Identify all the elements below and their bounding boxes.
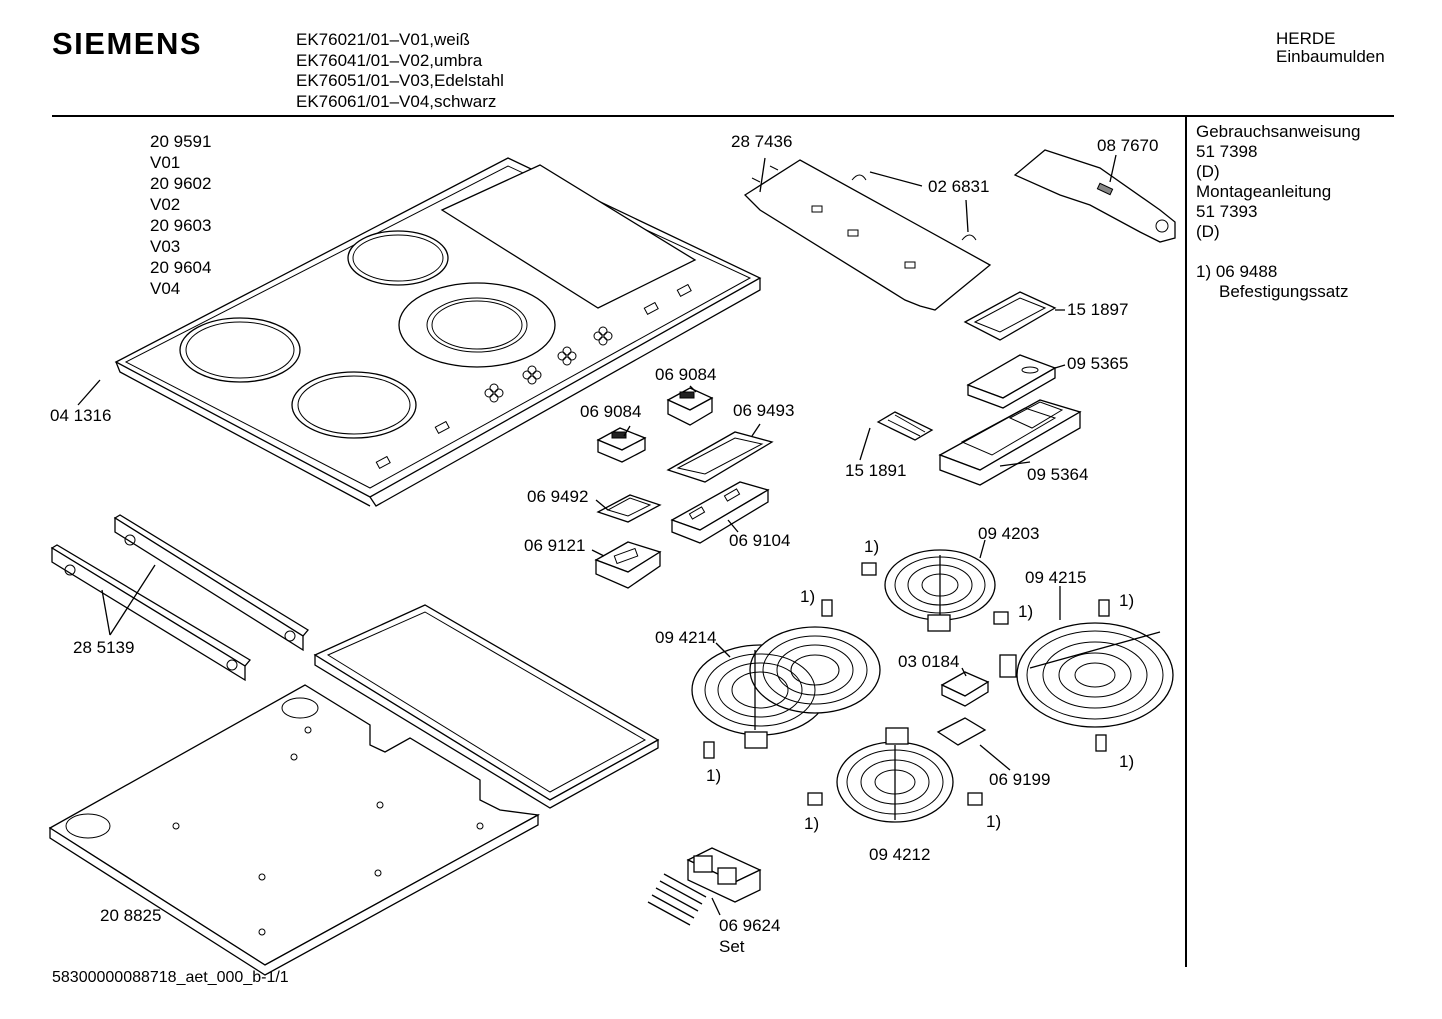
sidebar-line: 51 7393 (1196, 202, 1258, 221)
part-label: 06 9084 (655, 365, 716, 384)
footnote-marker: 1) (800, 587, 815, 606)
rails-drawing (50, 514, 309, 682)
heating-elements-drawing (691, 539, 1174, 823)
sticker-drawing (859, 411, 934, 461)
footnote-marker: 1) (986, 812, 1001, 831)
part-label: 09 5364 (1027, 465, 1088, 484)
part-label: 08 7670 (1097, 136, 1158, 155)
zone-rear-middle (347, 230, 449, 286)
part-label: V03 (150, 237, 180, 256)
part-label: 09 4215 (1025, 568, 1086, 587)
sidebar-line: Gebrauchsanweisung (1196, 122, 1361, 141)
part-label: 06 9104 (729, 531, 790, 550)
part-label: 09 4214 (655, 628, 716, 647)
zone-dual-right (398, 282, 556, 368)
sidebar-line: (D) (1196, 222, 1220, 241)
part-label: 03 0184 (898, 652, 959, 671)
footnote-marker: 1) (706, 766, 721, 785)
frame-seal-drawing (963, 291, 1065, 341)
part-label: 09 4212 (869, 845, 930, 864)
terminal-set-drawing (647, 847, 762, 926)
touch-controls (375, 283, 692, 470)
model-list: EK76021/01–V01,weiß EK76041/01–V02,umbra… (296, 30, 504, 112)
scraper-drawing (1013, 149, 1176, 243)
sidebar-line: 51 7398 (1196, 142, 1258, 161)
part-label: 28 7436 (731, 132, 792, 151)
part-label: 15 1891 (845, 461, 906, 480)
model-item: EK76061/01–V04,schwarz (296, 91, 497, 111)
hob-top-drawing (114, 157, 762, 507)
cover-drawing (966, 354, 1066, 409)
switch-parts-drawing (591, 385, 774, 589)
footnote-marker: 1) (1119, 591, 1134, 610)
part-label: Set (719, 937, 745, 956)
part-label: 20 9602 (150, 174, 211, 193)
part-label: 09 5365 (1067, 354, 1128, 373)
part-label: 02 6831 (928, 177, 989, 196)
sidebar-line: Montageanleitung (1196, 182, 1332, 201)
zone-front (291, 371, 417, 439)
footnote-marker: 1) (804, 814, 819, 833)
part-label: V04 (150, 279, 180, 298)
part-label: 04 1316 (50, 406, 111, 425)
housing-drawing (938, 399, 1082, 486)
sidebar-line: (D) (1196, 162, 1220, 181)
part-label: 15 1897 (1067, 300, 1128, 319)
documents-sidebar: Gebrauchsanweisung 51 7398 (D) Montagean… (1196, 122, 1360, 302)
part-labels: 20 9591 V01 20 9602 V02 20 9603 V03 20 9… (50, 132, 1158, 956)
footnote-marker: 1) (864, 537, 879, 556)
part-label: 06 9199 (989, 770, 1050, 789)
part-label: V01 (150, 153, 180, 172)
footnote-line: 1) 06 9488 (1196, 262, 1278, 281)
category-line: HERDE (1276, 29, 1336, 48)
part-label: 06 9084 (580, 402, 641, 421)
model-item: EK76021/01–V01,weiß (296, 30, 470, 49)
model-item: EK76041/01–V02,umbra (296, 50, 483, 70)
part-label: 09 4203 (978, 524, 1039, 543)
model-item: EK76051/01–V03,Edelstahl (296, 71, 504, 90)
footnote-line: Befestigungssatz (1219, 282, 1349, 301)
part-label: 20 9591 (150, 132, 211, 151)
footnote-marker: 1) (1018, 602, 1033, 621)
category-heading: HERDE Einbaumulden (1276, 30, 1385, 66)
footnote-marker: 1) (1119, 752, 1134, 771)
category-line: Einbaumulden (1276, 47, 1385, 66)
part-label: 20 9603 (150, 216, 211, 235)
sidebar-divider (1185, 117, 1187, 967)
part-label: 06 9121 (524, 536, 585, 555)
header-divider (52, 115, 1394, 117)
zone-roaster (440, 164, 697, 309)
part-label: 06 9624 (719, 916, 780, 935)
part-label: V02 (150, 195, 180, 214)
part-label: 20 8825 (100, 906, 161, 925)
tray-drawing (313, 604, 660, 809)
zone-left-rear (179, 317, 301, 383)
part-label: 28 5139 (73, 638, 134, 657)
part-label: 20 9604 (150, 258, 211, 277)
part-label: 06 9493 (733, 401, 794, 420)
mounting-plate-drawing (743, 157, 992, 311)
brand-logo: SIEMENS (52, 26, 203, 61)
part-label: 06 9492 (527, 487, 588, 506)
document-id: 58300000088718_aet_000_b-1/1 (52, 969, 289, 986)
leader-line (77, 379, 101, 406)
bottom-pan-drawing (48, 684, 541, 976)
